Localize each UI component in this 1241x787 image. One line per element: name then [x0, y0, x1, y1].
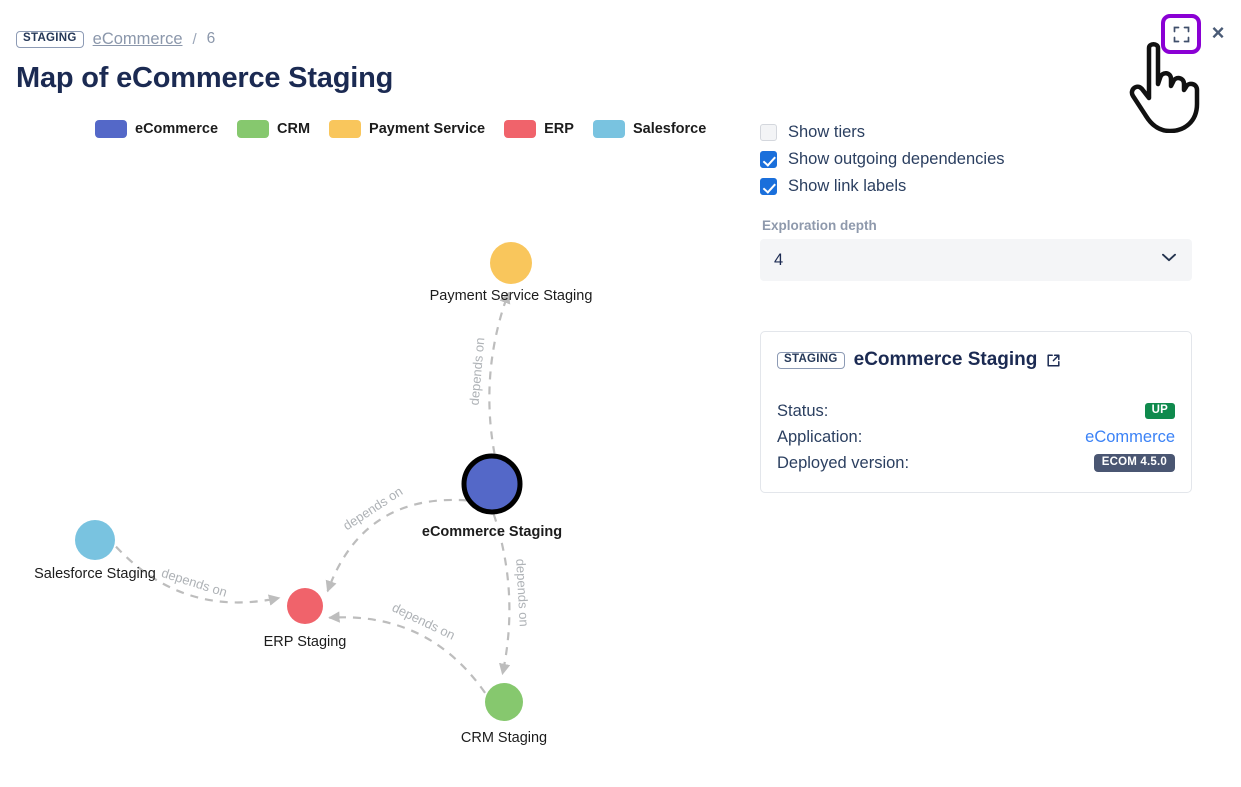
node-label: Payment Service Staging [430, 288, 593, 304]
exploration-depth-value: 4 [774, 250, 784, 269]
breadcrumb-app-link[interactable]: eCommerce [92, 29, 183, 48]
breadcrumb-count: 6 [206, 30, 216, 47]
graph-edge-label: depends on [390, 600, 458, 643]
checkbox-show-link-labels[interactable] [760, 178, 777, 195]
breadcrumb-separator: / [192, 30, 197, 48]
legend-item[interactable]: Payment Service [329, 120, 485, 138]
legend-item[interactable]: ERP [504, 120, 574, 138]
card-row-deployed-version: Deployed version: ECOM 4.5.0 [777, 450, 1175, 476]
graph-node-erp[interactable]: ERP Staging [264, 588, 347, 650]
node-circle[interactable] [75, 520, 115, 560]
graph-edges [115, 291, 511, 694]
node-circle[interactable] [485, 683, 523, 721]
legend-swatch-erp [504, 120, 537, 138]
fullscreen-button[interactable] [1161, 14, 1201, 54]
exploration-depth-label: Exploration depth [762, 218, 877, 233]
legend-item[interactable]: CRM [237, 120, 310, 138]
legend-item[interactable]: Salesforce [592, 120, 707, 138]
legend-swatch-salesforce [592, 120, 625, 138]
graph-edge [488, 291, 511, 455]
application-link[interactable]: eCommerce [1085, 427, 1175, 446]
checkbox-row-show-outgoing-dependencies[interactable]: Show outgoing dependencies [760, 147, 1192, 172]
legend-item[interactable]: eCommerce [95, 120, 218, 138]
node-circle[interactable] [287, 588, 323, 624]
legend-label: Salesforce [632, 121, 707, 137]
window-controls: × [1161, 14, 1231, 54]
graph-edge [115, 545, 281, 606]
node-label: CRM Staging [461, 730, 547, 746]
graph-node-salesforce[interactable]: Salesforce Staging [34, 520, 156, 582]
legend-swatch-payment-service [329, 120, 362, 138]
graph-edge-label: depends on [340, 483, 405, 533]
graph-edge-label: depends on [513, 558, 532, 627]
legend-label: eCommerce [135, 121, 219, 137]
checkbox-show-outgoing-dependencies[interactable] [760, 151, 777, 168]
graph-node-payment[interactable]: Payment Service Staging [430, 242, 593, 304]
status-badge: UP [1144, 402, 1175, 420]
external-link-icon[interactable] [1046, 353, 1061, 368]
graph-node-ecommerce[interactable]: eCommerce Staging [422, 453, 562, 540]
row-key: Application: [777, 427, 863, 446]
checkbox-row-show-tiers[interactable]: Show tiers [760, 120, 1192, 145]
close-button[interactable]: × [1211, 20, 1225, 45]
node-label: eCommerce Staging [422, 524, 562, 540]
checkbox-show-tiers[interactable] [760, 124, 777, 141]
card-title: eCommerce Staging [853, 349, 1038, 370]
legend: eCommerce CRM Payment Service ERP Salesf… [95, 120, 716, 138]
card-row-status: Status: UP [777, 398, 1175, 424]
graph-edge [328, 611, 486, 694]
graph-edge-label: depends on [467, 337, 488, 406]
graph-edge-label: depends on [160, 565, 229, 600]
legend-label: CRM [277, 121, 311, 137]
graph-edge [492, 513, 511, 676]
chevron-down-icon [1162, 249, 1176, 267]
graph-options-panel: Show tiers Show outgoing dependencies Sh… [760, 120, 1192, 281]
node-circle[interactable] [461, 453, 523, 515]
row-key: Deployed version: [777, 453, 910, 472]
legend-swatch-crm [237, 120, 270, 138]
node-label: ERP Staging [264, 634, 347, 650]
breadcrumb: STAGING eCommerce / 6 [16, 28, 215, 50]
card-row-application: Application: eCommerce [777, 424, 1175, 450]
legend-label: ERP [544, 121, 574, 137]
node-circle[interactable] [490, 242, 532, 284]
node-details-card: STAGING eCommerce Staging Status: UP App… [760, 331, 1192, 493]
card-detail-rows: Status: UP Application: eCommerce Deploy… [777, 398, 1175, 476]
graph-edge [325, 498, 467, 593]
page-title: Map of eCommerce Staging [16, 62, 394, 94]
node-label: Salesforce Staging [34, 566, 156, 582]
checkbox-row-show-link-labels[interactable]: Show link labels [760, 174, 1192, 199]
card-header: STAGING eCommerce Staging [777, 349, 1175, 371]
card-env-badge: STAGING [777, 351, 845, 369]
graph-nodes[interactable]: Payment Service Staging eCommerce Staging… [34, 242, 592, 746]
row-key: Status: [777, 401, 829, 420]
breadcrumb-env-badge: STAGING [16, 30, 84, 48]
exploration-depth-select[interactable]: 4 [760, 239, 1192, 281]
checkbox-label: Show link labels [788, 177, 907, 195]
dependency-graph[interactable]: depends on depends on depends on depends on… [0, 150, 750, 787]
fullscreen-expand-icon [1173, 26, 1189, 42]
legend-swatch-ecommerce [95, 120, 127, 138]
checkbox-label: Show tiers [788, 123, 866, 141]
graph-node-crm[interactable]: CRM Staging [461, 683, 547, 746]
version-badge: ECOM 4.5.0 [1093, 453, 1175, 473]
legend-label: Payment Service [369, 121, 486, 137]
checkbox-label: Show outgoing dependencies [788, 150, 1005, 168]
